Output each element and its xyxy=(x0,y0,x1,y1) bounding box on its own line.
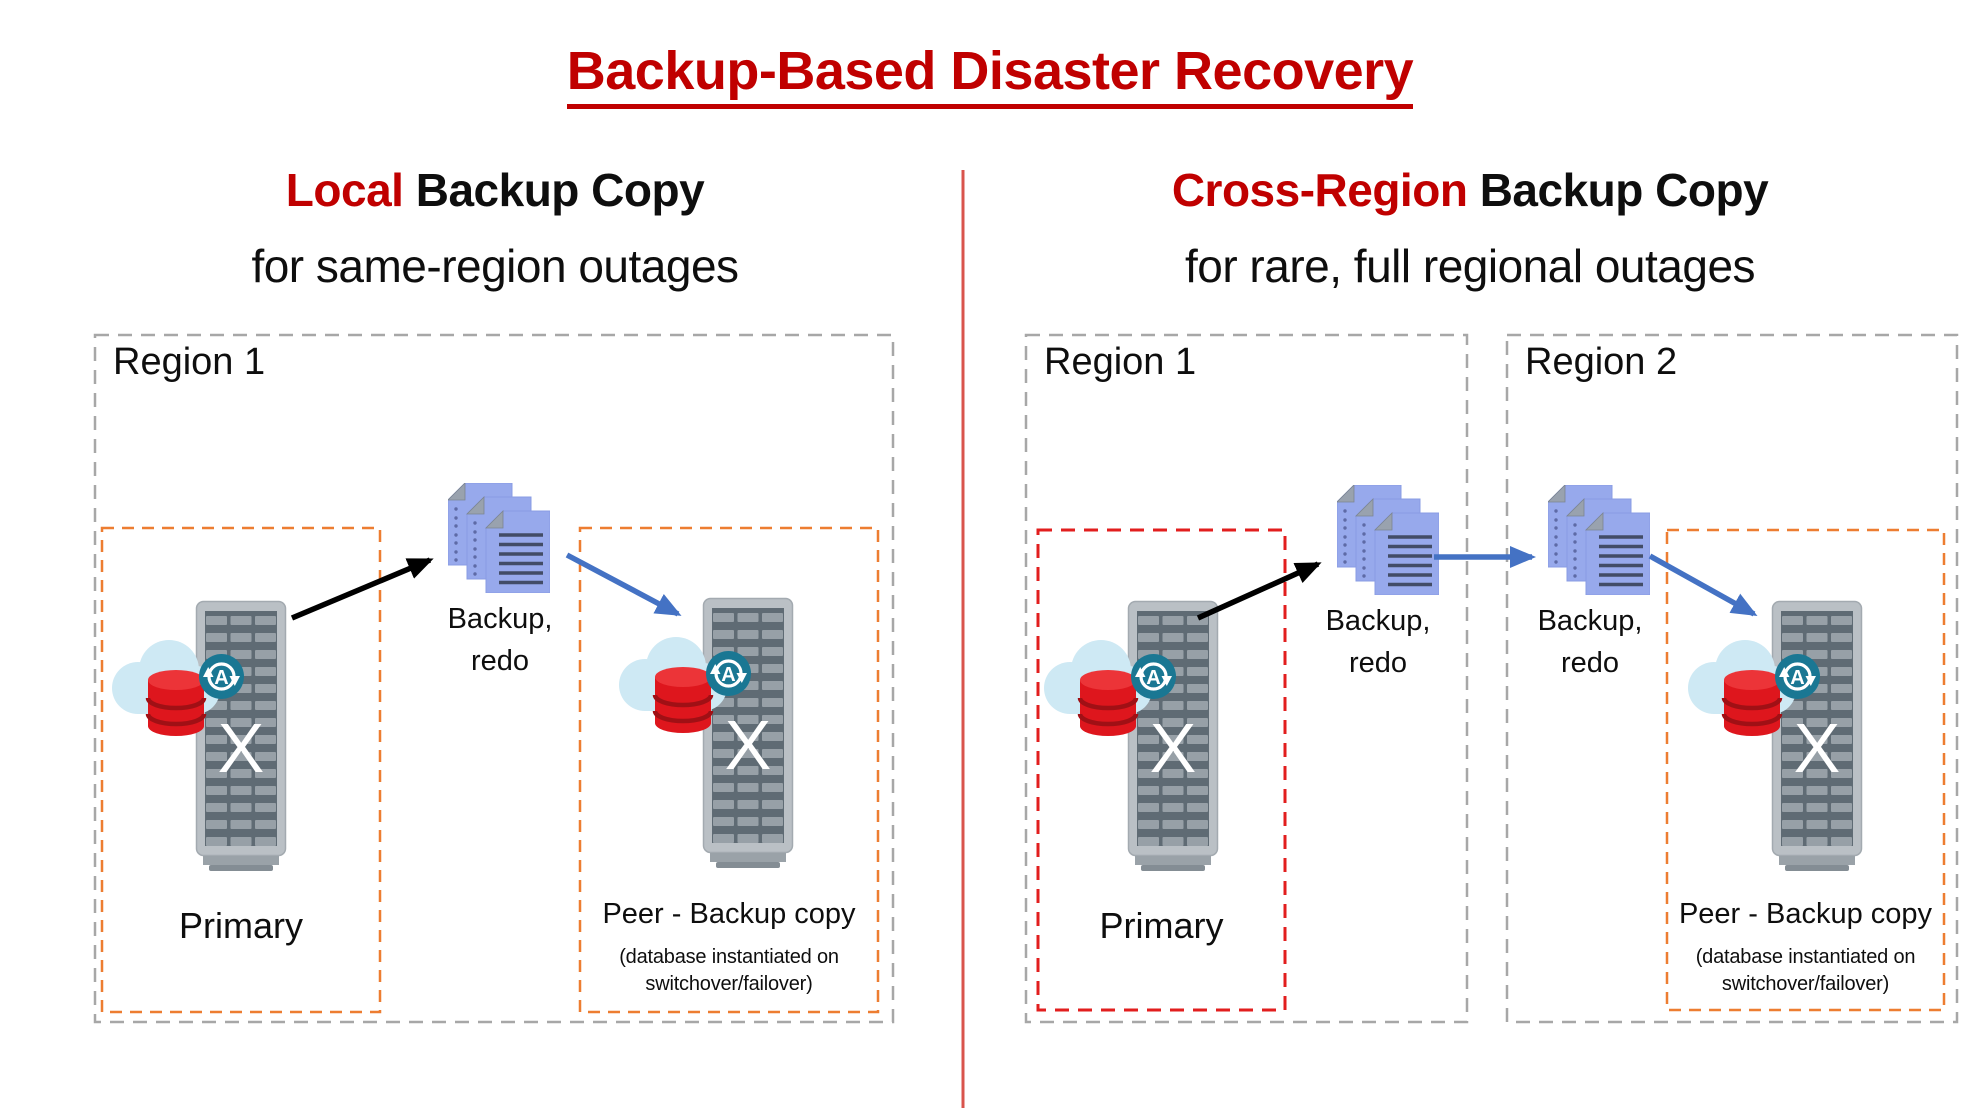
local-primary-to-backup-arrow xyxy=(290,557,434,621)
server-x-label: X xyxy=(218,709,265,787)
local-peer-note: (database instantiated on switchover/fai… xyxy=(582,944,876,998)
autonomous-badge-icon: A xyxy=(1775,654,1820,699)
autonomous-a-label: A xyxy=(1790,667,1804,689)
cross-region2-backup-files-icon xyxy=(1547,484,1651,596)
backup-label-line2: redo xyxy=(1348,647,1408,679)
cross-subheading: for rare, full regional outages xyxy=(1184,239,1756,292)
local-subheading: for same-region outages xyxy=(251,239,739,292)
autonomous-a-label: A xyxy=(214,667,228,689)
cross-heading: Cross-Region Backup Copy for rare, full … xyxy=(1005,164,1935,292)
backup-label-line1: Backup, xyxy=(1325,605,1431,637)
backup-page-front xyxy=(485,510,551,594)
backup-label-line1: Backup, xyxy=(447,603,553,635)
backup-page-front xyxy=(1585,512,1651,596)
page-title-text: Backup-Based Disaster Recovery xyxy=(566,41,1414,109)
cross-region1-label: Region 1 xyxy=(1044,341,1197,383)
local-heading: Local Backup Copy for same-region outage… xyxy=(95,164,895,292)
local-backup-files-label: Backup, redo xyxy=(420,598,580,682)
server-x-label: X xyxy=(725,706,772,784)
cross-heading-accent: Cross-Region xyxy=(1171,164,1468,216)
cross-region2-label: Region 2 xyxy=(1525,341,1678,383)
local-peer-db-icon: X A xyxy=(617,591,807,876)
cross-region1-backup-files-label: Backup, redo xyxy=(1298,600,1458,684)
cross-primary-db-icon: X A xyxy=(1042,594,1232,879)
peer-note-line1: (database instantiated on xyxy=(619,946,839,968)
cross-peer-label: Peer - Backup copy xyxy=(1678,898,1933,930)
peer-note-line2: switchover/failover) xyxy=(1721,973,1890,995)
local-peer-label: Peer - Backup copy xyxy=(602,898,856,930)
local-heading-accent: Local xyxy=(285,164,404,216)
local-heading-line1: Local Backup Copy xyxy=(95,164,895,217)
cross-heading-line1: Cross-Region Backup Copy xyxy=(1005,164,1935,217)
cross-heading-rest: Backup Copy xyxy=(1479,164,1769,216)
cross-region1-backup-files-icon xyxy=(1336,484,1440,596)
autonomous-badge-icon: A xyxy=(1131,654,1176,699)
cross-primary-label: Primary xyxy=(1099,905,1224,946)
local-heading-rest: Backup Copy xyxy=(415,164,705,216)
server-x-label: X xyxy=(1794,709,1841,787)
cross-peer-label-block: Peer - Backup copy (database instantiate… xyxy=(1667,898,1944,998)
local-backup-files-icon xyxy=(447,482,551,594)
autonomous-badge-icon: A xyxy=(706,651,751,696)
page-title: Backup-Based Disaster Recovery xyxy=(0,40,1980,109)
cross-region2-backup-files-label: Backup, redo xyxy=(1510,600,1670,684)
autonomous-a-label: A xyxy=(1146,667,1160,689)
peer-note-line1: (database instantiated on xyxy=(1695,946,1916,968)
backup-label-line2: redo xyxy=(1560,647,1620,679)
cross-peer-note: (database instantiated on switchover/fai… xyxy=(1667,944,1944,998)
local-peer-label-block: Peer - Backup copy (database instantiate… xyxy=(582,898,876,998)
local-region1-label: Region 1 xyxy=(113,341,266,383)
autonomous-a-label: A xyxy=(721,664,735,686)
backup-label-line2: redo xyxy=(470,645,530,677)
autonomous-badge-icon: A xyxy=(199,654,244,699)
peer-note-line2: switchover/failover) xyxy=(645,973,813,995)
backup-label-line1: Backup, xyxy=(1537,605,1643,637)
cross-peer-db-icon: X A xyxy=(1686,594,1876,879)
local-primary-db-icon: X A xyxy=(110,594,300,879)
server-x-label: X xyxy=(1150,709,1197,787)
local-primary-label: Primary xyxy=(179,905,303,946)
backup-page-front xyxy=(1374,512,1440,596)
